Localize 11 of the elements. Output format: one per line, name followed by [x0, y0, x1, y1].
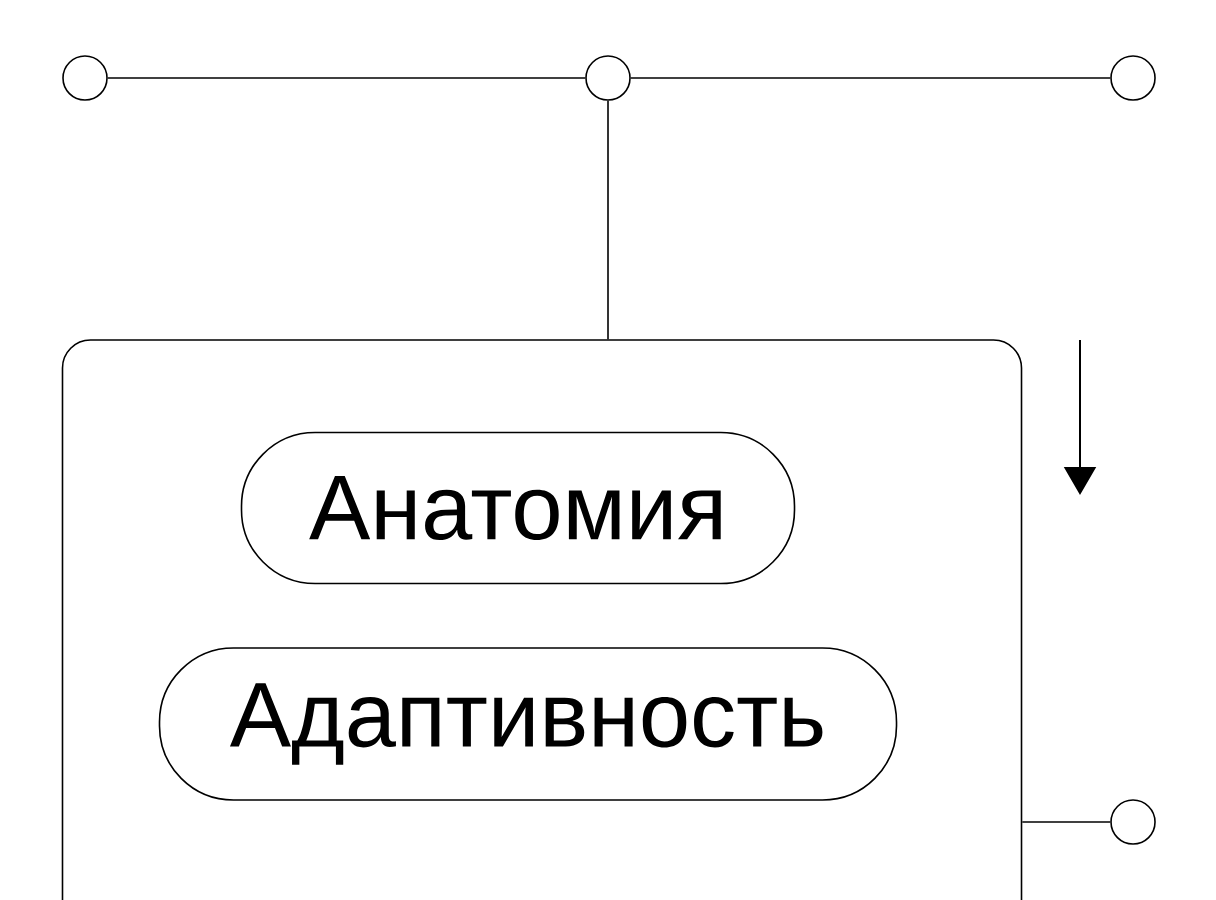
circle-node — [1110, 55, 1156, 101]
connector-line — [630, 77, 1111, 79]
connector-line — [107, 77, 586, 79]
connector-line — [1021, 821, 1111, 823]
circle-node — [1110, 799, 1156, 845]
connector-line — [607, 100, 609, 340]
circle-node — [62, 55, 108, 101]
pill-box: Анатомия — [240, 431, 796, 585]
container-box — [61, 339, 1023, 900]
circle-node — [585, 55, 631, 101]
pill-box: Адаптивность — [158, 647, 898, 801]
